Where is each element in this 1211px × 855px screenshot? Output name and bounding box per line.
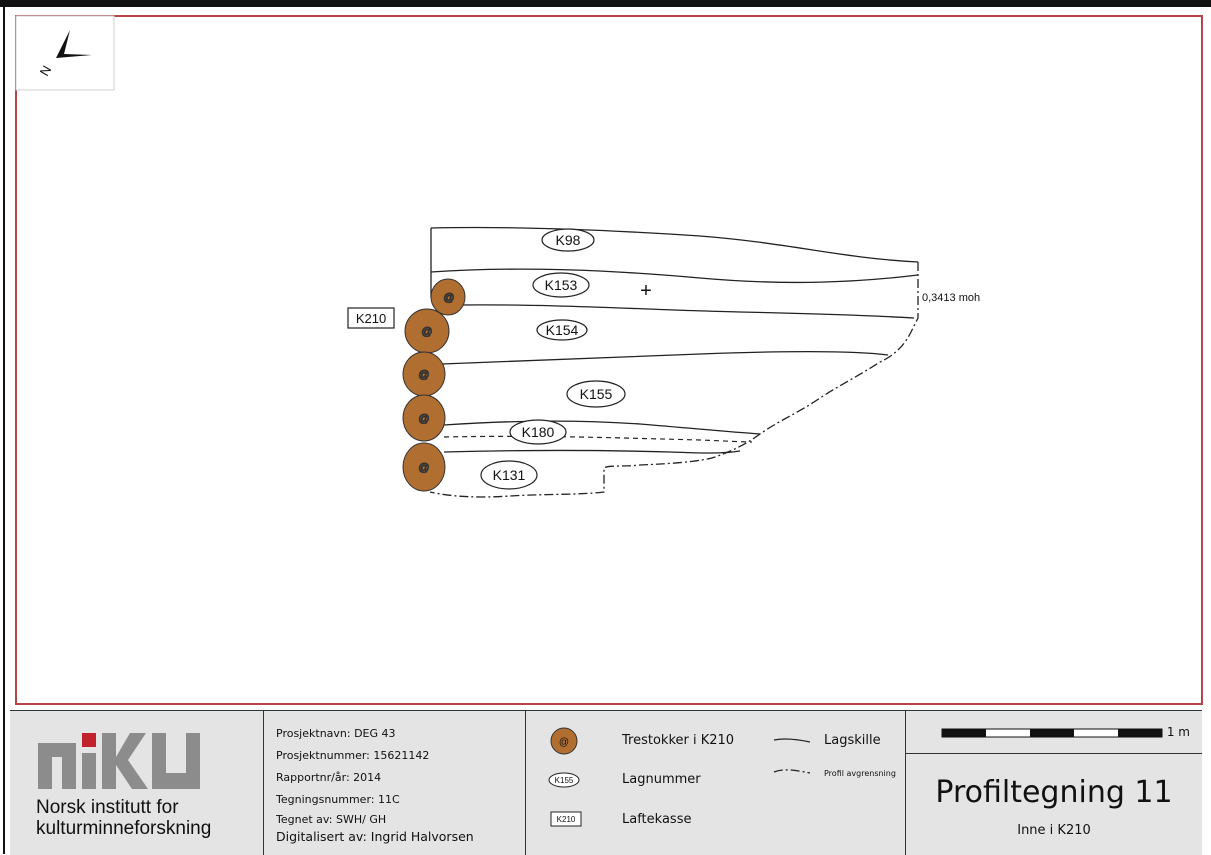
legend-layer-boundary-icon [773,738,811,743]
log-spiral-icon: @ [443,292,454,304]
log-5: @ [402,442,446,492]
title-cell: 1 m Profiltegning 11 Inne i K210 [906,711,1202,855]
survey-point-cross: + [640,280,652,302]
niku-logo [36,729,206,796]
legend-profile-boundary-icon [773,769,811,774]
drawing-subtitle: Inne i K210 [1017,823,1091,838]
report-number: Rapportnr/år: 2014 [276,771,382,784]
legend-box-label: Laftekasse [622,812,692,827]
drawing-title: Profiltegning 11 [935,775,1173,810]
legend-log-label: Trestokker i K210 [622,733,735,748]
legend-symbols: @ K155 K210 [548,727,811,827]
layer-label-k155: K155 [566,380,626,408]
svg-text:K131: K131 [493,467,526,483]
layer-label-k154: K154 [536,319,588,341]
boundary-k98-k153 [430,268,919,284]
boundary-k155-k180 [443,420,761,435]
layer-label-k180: K180 [509,419,567,445]
profile-boundary [429,262,919,498]
scale-label: 1 m [1166,725,1190,739]
legend-layer-number-icon: K155 [548,772,580,788]
project-number: Prosjektnummer: 15621142 [276,749,430,762]
svg-text:K153: K153 [545,277,578,293]
svg-text:K155: K155 [580,386,613,402]
layer-label-k131: K131 [480,460,538,490]
svg-text:K155: K155 [555,776,574,785]
legend-profile-boundary-label: Profil avgrensning [824,769,896,778]
log-4: @ [402,394,446,442]
svg-text:K180: K180 [522,424,555,440]
legend-cell: @ K155 K210 Trestokker i K210 Lagnummer … [526,711,906,855]
timber-logs: @ @ @ @ @ [402,278,466,492]
boundary-k180-k131 [443,449,741,454]
legend-layer-boundary-label: Lagskille [824,733,881,748]
svg-text:K210: K210 [356,311,386,326]
log-2: @ [404,308,450,354]
k210-box-label: K210 [347,307,395,329]
svg-text:@: @ [559,737,569,748]
boundary-k154-k155 [441,350,889,365]
log-spiral-icon: @ [421,326,432,338]
elevation-label: 0,3413 moh [922,292,980,304]
title-divider [906,753,1202,754]
log-spiral-icon: @ [418,369,429,381]
svg-text:K154: K154 [546,322,579,338]
log-3: @ [402,351,446,397]
boundary-k180-dashed [443,435,753,443]
niku-logo-graphic [38,733,200,789]
boundary-k153-k154 [459,304,915,319]
north-arrow-icon: N [15,15,115,91]
legend-log-icon: @ [550,727,578,755]
drawing-number: Tegningsnummer: 11C [276,793,400,806]
project-info-cell: Prosjektnavn: DEG 43 Prosjektnummer: 156… [264,711,526,855]
log-spiral-icon: @ [418,413,429,425]
svg-text:K98: K98 [556,232,581,248]
layer-boundaries [430,226,919,454]
boundary-top [430,226,919,263]
drawing-frame [15,15,1203,705]
org-line-1: Norsk institutt for [36,797,179,818]
log-spiral-icon: @ [418,462,429,474]
scale-bar [941,728,1163,738]
log-1: @ [430,278,466,316]
drawn-by: Tegnet av: SWH/ GH [276,813,387,826]
org-line-2: kulturminneforskning [36,818,212,839]
legend-layer-number-label: Lagnummer [622,772,701,787]
left-border [3,0,5,854]
organization-name: Norsk institutt for kulturminneforskning [36,797,211,839]
project-name: Prosjektnavn: DEG 43 [276,727,396,740]
legend-box-icon: K210 [550,811,582,827]
logo-cell: Norsk institutt for kulturminneforskning [10,711,264,855]
top-border [0,0,1211,7]
title-block: Norsk institutt for kulturminneforskning… [10,710,1202,855]
digitized-by: Digitalisert av: Ingrid Halvorsen [276,829,474,844]
svg-text:K210: K210 [557,815,576,824]
profile-drawing: N + K98 K153 K154 K155 K180 K131 K210 [15,15,1203,705]
layer-label-k98: K98 [541,228,595,252]
layer-label-k153: K153 [532,272,590,298]
